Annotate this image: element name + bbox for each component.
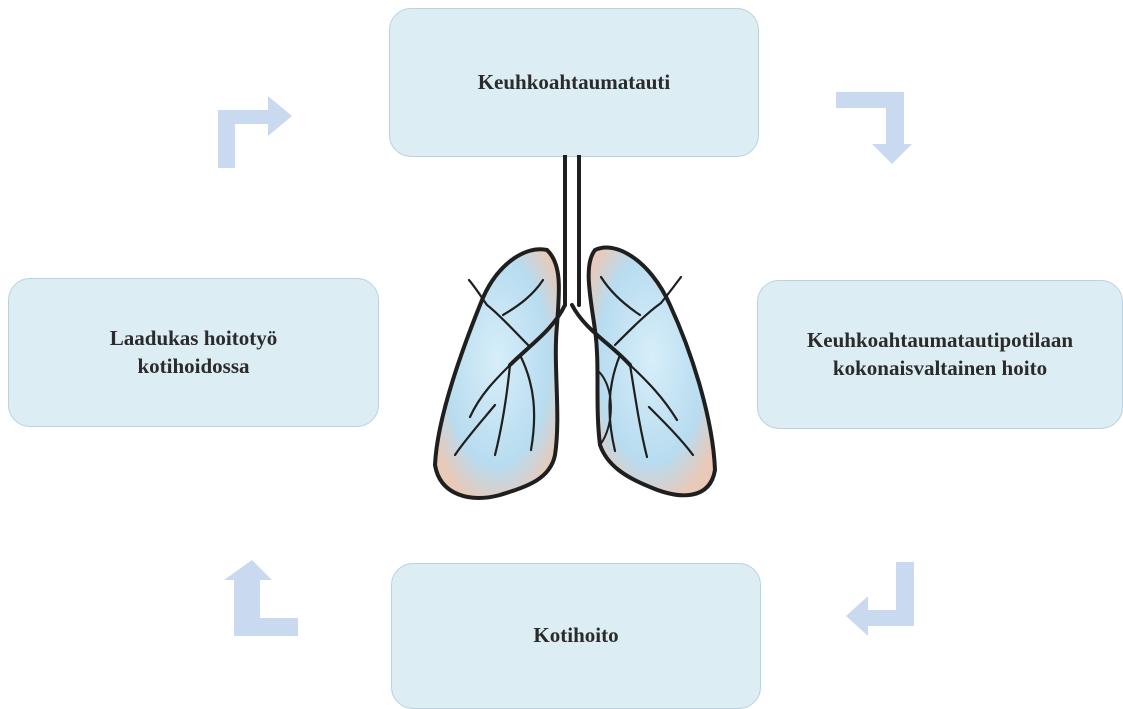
arrow-top-right-icon (832, 88, 922, 168)
cycle-node-bottom: Kotihoito (391, 563, 761, 709)
cycle-node-right: Keuhkoahtaumatautipotilaan kokonaisvalta… (757, 280, 1123, 429)
arrow-bottom-left-icon (218, 556, 304, 640)
lungs-illustration (425, 155, 725, 515)
cycle-node-left: Laadukas hoitotyö kotihoidossa (8, 278, 379, 427)
arrow-bottom-right-icon (840, 558, 924, 640)
cycle-node-top: Keuhkoahtaumatauti (389, 8, 759, 157)
arrow-top-left-icon (210, 92, 300, 174)
